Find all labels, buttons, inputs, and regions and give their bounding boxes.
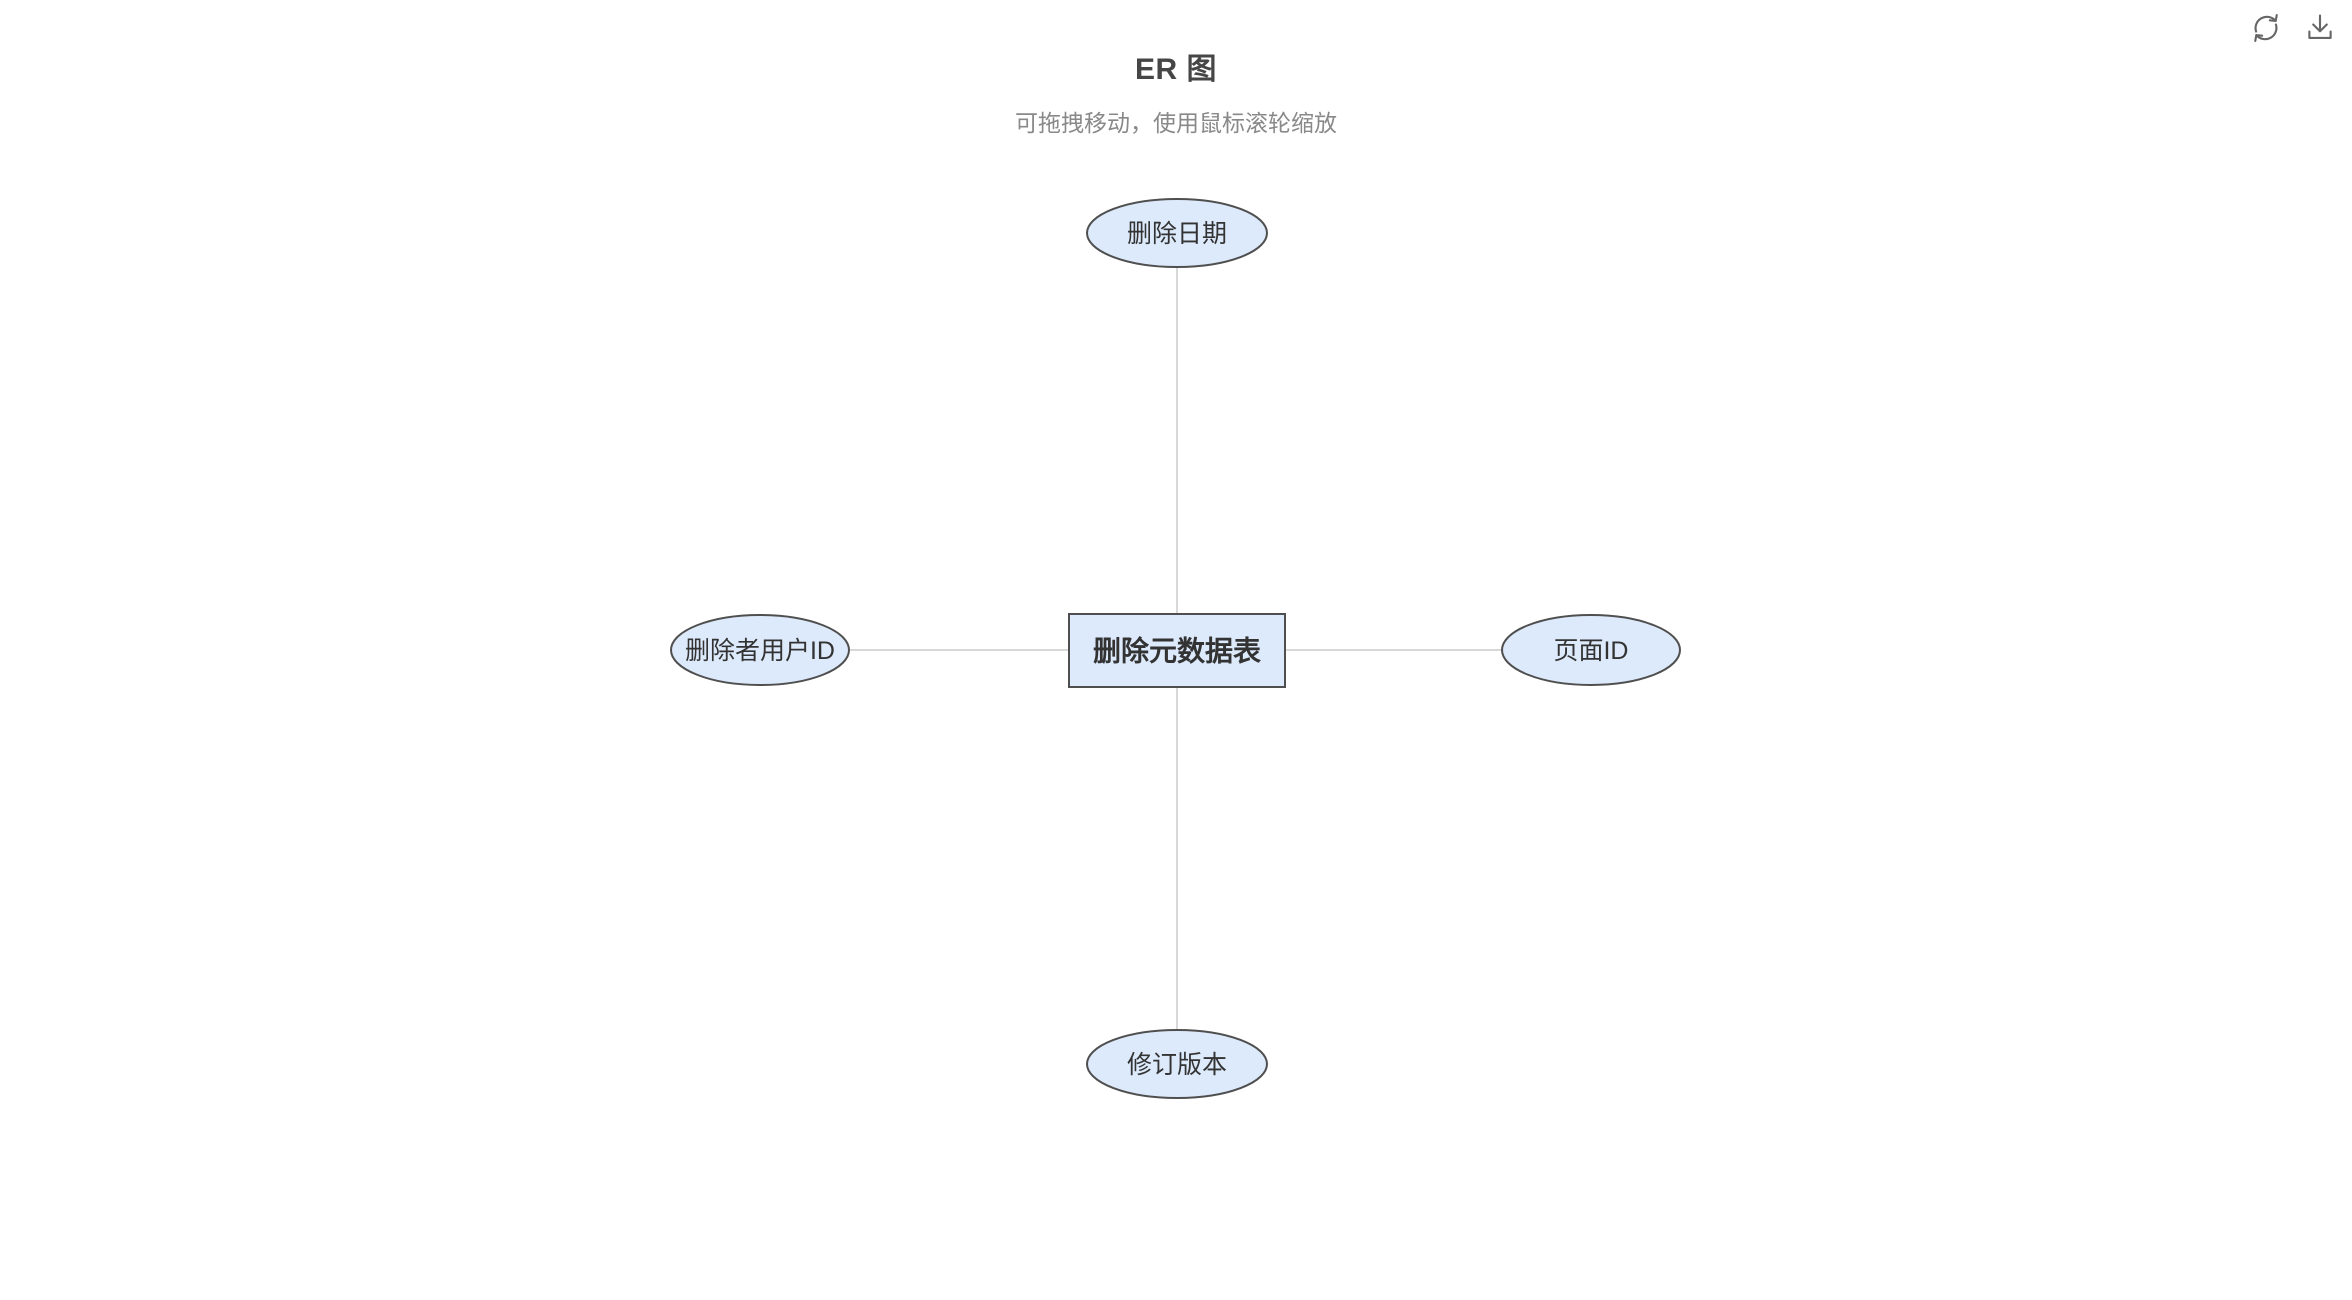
refresh-icon — [2254, 14, 2278, 42]
entity-rectangle — [1068, 613, 1286, 688]
attribute-node-right[interactable]: 页面ID — [1501, 614, 1681, 686]
attribute-ellipse — [1501, 614, 1681, 686]
toolbar — [2248, 10, 2338, 46]
attribute-label: 删除日期 — [1127, 220, 1227, 248]
attribute-node-top[interactable]: 删除日期 — [1086, 198, 1268, 268]
attribute-label: 删除者用户ID — [685, 637, 835, 665]
save-image-button[interactable] — [2302, 10, 2338, 46]
entity-node[interactable]: 删除元数据表 — [1068, 613, 1286, 688]
attribute-node-left[interactable]: 删除者用户ID — [670, 614, 850, 686]
restore-button[interactable] — [2248, 10, 2284, 46]
attribute-node-bottom[interactable]: 修订版本 — [1086, 1029, 1268, 1099]
download-icon — [2308, 14, 2332, 39]
attribute-ellipse — [1086, 198, 1268, 268]
attribute-label: 页面ID — [1553, 637, 1628, 665]
attribute-label: 修订版本 — [1127, 1051, 1227, 1079]
attribute-ellipse — [1086, 1029, 1268, 1099]
entity-label: 删除元数据表 — [1093, 635, 1261, 667]
attribute-ellipse — [670, 614, 850, 686]
